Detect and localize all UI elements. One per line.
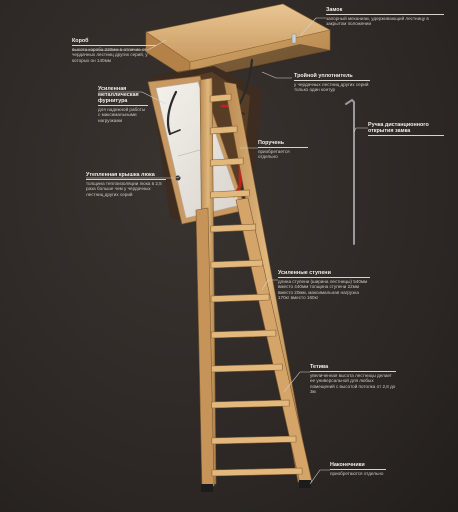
callout-hardware-title: Усиленная металлическая фурнитура bbox=[98, 86, 139, 104]
callout-lock: Замок запорный механизм, удерживающий ле… bbox=[326, 7, 444, 27]
ladder-step bbox=[210, 259, 263, 269]
ladder-steps bbox=[209, 93, 303, 477]
ladder-step bbox=[210, 157, 244, 167]
callout-seal-desc: у чердачных лестниц других серий только … bbox=[294, 82, 369, 93]
callout-handrail-rule bbox=[258, 147, 308, 148]
ladder-step bbox=[211, 435, 297, 445]
callout-handrail: Поручень приобретается отдельно bbox=[258, 140, 308, 160]
callout-seal-rule bbox=[294, 80, 370, 81]
ladder-stringer-lower bbox=[195, 197, 313, 489]
callout-handrail-desc: приобретается отдельно bbox=[258, 149, 290, 160]
callout-box: Короб высота короба 220мм в отличие от ч… bbox=[72, 38, 156, 63]
callout-handrail-title: Поручень bbox=[258, 140, 285, 146]
callout-stringer: Тетива увеличенная высота лестницы делае… bbox=[310, 364, 396, 395]
callout-hardware-desc: для надежной работы с максимальными нагр… bbox=[98, 107, 146, 123]
ladder-step bbox=[209, 93, 232, 103]
ladder-step bbox=[211, 399, 290, 409]
callout-remote-handle-title: Ручка дистанционного открытия замка bbox=[368, 122, 429, 134]
callout-lock-desc: запорный механизм, удерживающий лестницу… bbox=[326, 16, 429, 27]
callout-tips-title: Наконечники bbox=[330, 462, 365, 468]
callout-box-title: Короб bbox=[72, 38, 89, 44]
callout-box-desc: высота короба 220мм в отличие от чердачн… bbox=[72, 47, 148, 63]
callout-hatch-lid-desc: толщина теплоизоляции люка в 2,5 раза бо… bbox=[86, 181, 162, 197]
leader-lines bbox=[72, 17, 368, 485]
ladder-step bbox=[211, 467, 303, 477]
ladder-step bbox=[210, 189, 250, 199]
ladder-step bbox=[210, 329, 277, 339]
callout-seal: Тройной уплотнитель у чердачных лестниц … bbox=[294, 73, 370, 93]
ladder-step bbox=[210, 293, 270, 303]
callout-tips-desc: приобретаются отдельно bbox=[330, 471, 384, 476]
callout-steps: Усиленные ступени длина ступени (ширина … bbox=[278, 270, 370, 301]
ladder-step bbox=[209, 125, 238, 135]
callout-hardware: Усиленная металлическая фурнитура для на… bbox=[98, 86, 148, 123]
callout-box-rule bbox=[72, 45, 156, 46]
callout-steps-desc: длина ступени (ширина лестницы) 540мм вм… bbox=[278, 279, 368, 301]
callout-tips-rule bbox=[330, 469, 386, 470]
callout-hardware-rule bbox=[98, 105, 148, 106]
callout-stringer-title: Тетива bbox=[310, 364, 329, 370]
box-frame bbox=[145, 3, 331, 82]
callout-remote-handle-rule bbox=[368, 135, 444, 136]
ladder-tips bbox=[201, 480, 311, 492]
callout-seal-title: Тройной уплотнитель bbox=[294, 73, 353, 79]
callout-hatch-lid-rule bbox=[86, 179, 166, 180]
callout-lock-title: Замок bbox=[326, 7, 343, 13]
callout-tips: Наконечники приобретаются отдельно bbox=[330, 462, 386, 476]
lock-mechanism bbox=[291, 33, 297, 44]
callout-steps-rule bbox=[278, 277, 370, 278]
callout-steps-title: Усиленные ступени bbox=[278, 270, 331, 276]
callout-stringer-desc: увеличенная высота лестницы делает ее ун… bbox=[310, 373, 396, 395]
ladder-step bbox=[210, 223, 257, 233]
ladder-step bbox=[211, 363, 283, 373]
callout-lock-rule bbox=[326, 14, 444, 15]
remote-lock-rod bbox=[345, 98, 355, 245]
callout-stringer-rule bbox=[310, 371, 396, 372]
callout-hatch-lid: Утепленная крышка люка толщина теплоизол… bbox=[86, 172, 166, 197]
callout-remote-handle: Ручка дистанционного открытия замка bbox=[368, 122, 444, 137]
callout-hatch-lid-title: Утепленная крышка люка bbox=[86, 172, 155, 178]
